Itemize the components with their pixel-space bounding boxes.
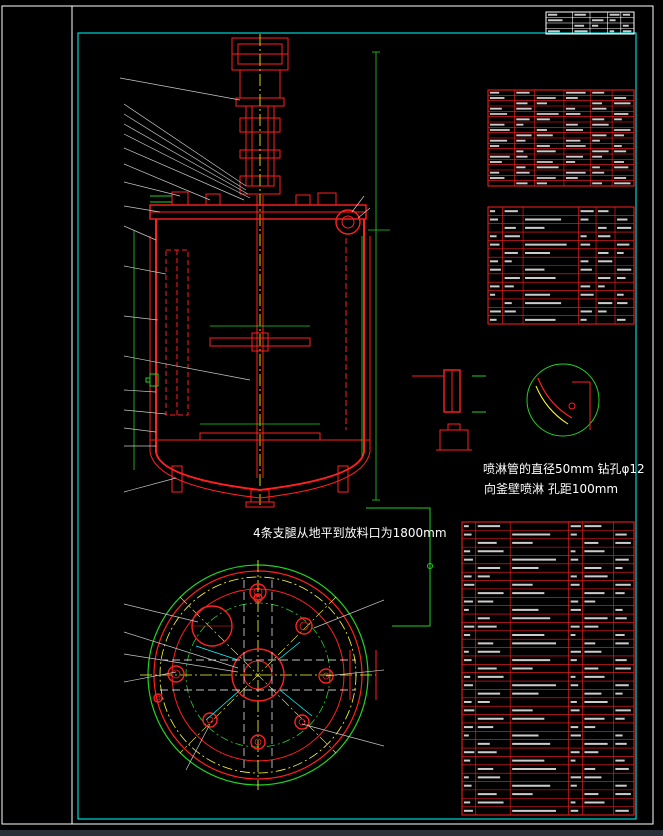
title-block-table	[545, 11, 635, 35]
vessel-plan-view	[123, 560, 385, 790]
leader-lines	[119, 77, 371, 493]
parts-list-table	[461, 521, 635, 816]
plan-nozzle	[153, 693, 163, 703]
inlet-pipe	[150, 195, 172, 203]
plan-nozzle	[318, 668, 334, 684]
inner-border	[77, 32, 637, 820]
vessel-elevation-view	[119, 34, 390, 508]
plan-nozzle	[295, 617, 313, 635]
plan-nozzles	[153, 583, 334, 750]
support-leg-note: 4条支腿从地平到放料口为1800mm	[253, 526, 447, 540]
routing-line	[366, 507, 431, 627]
lower-impeller	[199, 432, 321, 441]
drive-base	[231, 648, 285, 702]
upper-impeller	[209, 337, 311, 347]
spray-nozzle	[335, 209, 361, 235]
plan-nozzle	[167, 665, 185, 683]
dimension-lines	[133, 51, 390, 501]
plan-nozzle	[253, 593, 263, 603]
technical-spec-table	[487, 89, 635, 187]
nozzle-table	[487, 206, 635, 325]
support-lug-detail	[412, 369, 486, 451]
spray-nozzle-detail	[526, 363, 600, 437]
support-leg-right	[337, 465, 349, 493]
plan-nozzle	[250, 734, 266, 750]
heating-jacket	[149, 236, 371, 499]
status-bar	[0, 830, 663, 836]
spray-pipe-note: 喷淋管的直径50mm 钻孔φ12	[483, 462, 645, 476]
outer-sheet-frame	[1, 5, 654, 825]
plan-nozzle	[202, 712, 218, 728]
top-nozzle-left	[171, 191, 189, 206]
spray-direction-note: 向釜壁喷淋 孔距100mm	[484, 482, 619, 496]
plan-nozzle	[294, 714, 310, 730]
